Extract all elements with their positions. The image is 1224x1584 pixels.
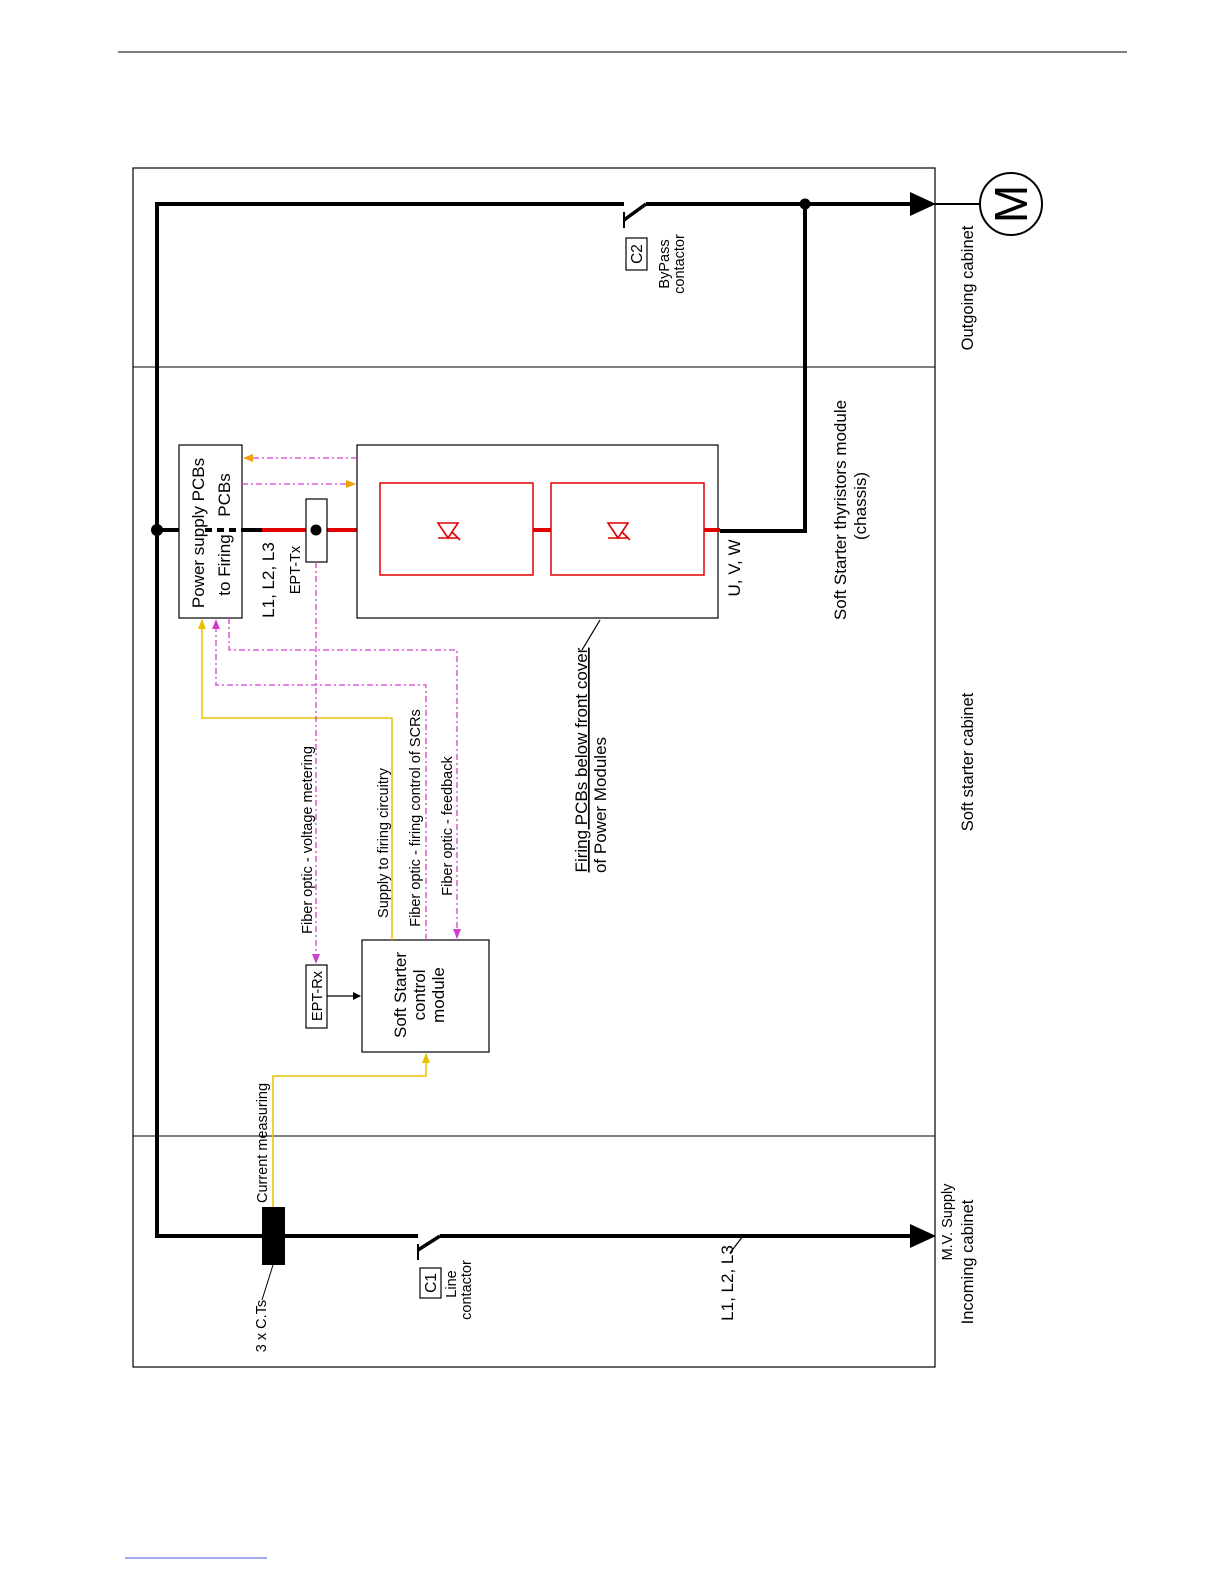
power-supply-label-3: PCBs xyxy=(215,473,234,516)
bypass-contactor-tag xyxy=(625,237,648,271)
line-contactor-tag xyxy=(419,1267,442,1299)
thyristor-icon xyxy=(436,522,461,541)
outgoing-cabinet-label: Outgoing cabinet xyxy=(959,225,977,350)
incoming-cabinet-label: Incoming cabinet xyxy=(959,1199,977,1324)
control-module-label-1: Soft Starter xyxy=(391,952,410,1038)
line-contactor-label-2: contactor xyxy=(459,1260,475,1320)
input-phases-label: L1, L2, L3 xyxy=(718,1245,737,1321)
thyristors-module-label-2: (chassis) xyxy=(851,472,870,540)
line-contactor-tag-label: C1 xyxy=(423,1273,440,1293)
bypass-contactor-label-1: ByPass xyxy=(657,239,673,288)
supply-firing-label: Supply to firing circuitry xyxy=(376,767,392,918)
ept-rx-label: EPT-Rx xyxy=(310,970,326,1021)
motor-symbol xyxy=(979,172,1043,236)
bypass-contactor-label-2: contactor xyxy=(672,234,688,294)
current-measuring-label: Current measuring xyxy=(255,1083,271,1203)
supply-firing-line xyxy=(198,619,393,940)
line-contactor-blade xyxy=(417,1234,441,1252)
power-supply-label-2: to Firing xyxy=(215,534,234,595)
arrow-to-motor xyxy=(910,192,936,216)
ept-tx-dot xyxy=(310,524,322,536)
softstarter-cabinet-label: Soft starter cabinet xyxy=(959,692,977,831)
ct-block xyxy=(262,1207,285,1265)
current-measuring-line xyxy=(272,1053,430,1207)
module-input-phases-label: L1, L2, L3 xyxy=(259,542,278,618)
cts-label: 3 x C.Ts xyxy=(254,1300,270,1352)
ct-leader xyxy=(261,1264,274,1301)
feedback-label: Fiber optic - feedback xyxy=(440,756,456,896)
firing-pcbs-note-1: Firing PCBs below front cover xyxy=(572,647,591,872)
firing-control-line xyxy=(212,619,427,940)
arrow-from-supply xyxy=(910,1224,936,1248)
firing-control-label: Fiber optic - firing control of SCRs xyxy=(408,709,424,927)
feedback-line xyxy=(228,618,461,939)
thyristor-icon xyxy=(606,522,631,541)
control-module-label-3: module xyxy=(429,967,448,1023)
firing-pcbs-leader xyxy=(581,619,601,651)
line-contactor-label-1: Line xyxy=(444,1270,460,1297)
supply-label: M.V. Supply xyxy=(940,1183,956,1261)
firing-pcbs-note-2: of Power Modules xyxy=(591,737,610,873)
output-phases-label: U, V, W xyxy=(725,540,744,597)
ept-tx-label: EPT-Tx xyxy=(288,545,304,594)
control-module-label-2: control xyxy=(410,969,429,1020)
power-supply-label-1: Power supply PCBs xyxy=(189,458,208,608)
thyristors-module-label-1: Soft Starter thyristors module xyxy=(831,400,850,620)
motor-label: M xyxy=(985,185,1037,223)
bypass-contactor-tag-label: C2 xyxy=(629,244,646,264)
bypass-contactor-blade xyxy=(622,202,648,222)
voltage-metering-label: Fiber optic - voltage metering xyxy=(300,746,316,934)
outer-frame xyxy=(132,167,936,1368)
input-phases-leader xyxy=(729,1235,744,1254)
